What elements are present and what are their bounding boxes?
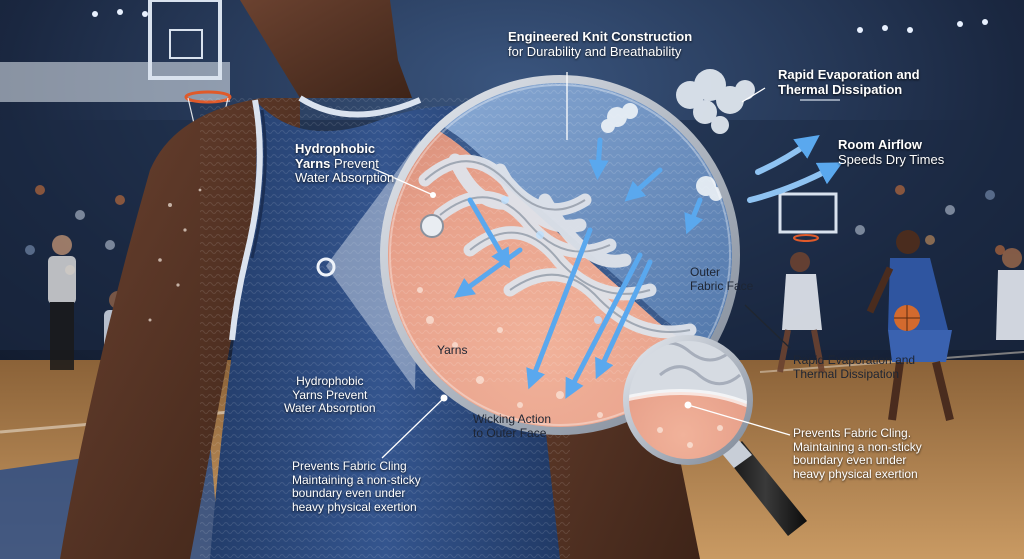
engineered-knit-label: Engineered Knit Construction for Durabil… [508,29,693,59]
player-defender [777,252,825,373]
cling-left-line4: heavy physical exertion [292,499,417,514]
yarn-cross-section [420,214,444,238]
callout-anchor [316,257,336,277]
cling-right-line4: heavy physical exertion [793,466,918,481]
left-basketball-hoop [0,0,232,133]
outer-fabric-face-label: Outer Fabric Face [690,265,754,293]
wicking-line2: to Outer Face [473,425,547,440]
rapid-evap-top-line2: Thermal Dissipation [778,81,903,97]
right-basketball-hoop [778,99,840,242]
referee-silhouette [48,235,76,370]
leader-lines [371,72,791,459]
airflow-arrow-icon [747,134,843,203]
cling-left-line3: boundary even under [292,486,406,501]
yarns-text: Yarns [437,343,468,357]
engineered-knit-sub: for Durability and Breathability [508,43,682,59]
hydrophobic-top-bold1: Hydrophobic [295,141,376,156]
hydrophobic-low-line3: Water Absorption [284,401,376,416]
rapid-evap-top-line1: Rapid Evaporation and [778,67,920,82]
sweat-bead-drops [501,196,602,324]
fabric-cling-left-label: Prevents Fabric Cling Maintaining a non-… [292,459,421,514]
rapid-evap-mid-line1: Rapid Evaporation and [793,353,916,367]
player-right-edge [996,248,1024,340]
wicking-action-label: Wicking Action to Outer Face [473,412,552,440]
hydrophobic-low-line2: Yarns Prevent [292,387,368,402]
wicking-arrows [453,137,703,399]
hydrophobic-low-label: Hydrophobic Yarns Prevent Water Absorpti… [284,374,376,416]
room-airflow-title: Room Airflow [838,137,923,152]
cling-left-line2: Maintaining a non-sticky [292,472,421,487]
leader-dots [430,192,692,409]
outer-face-line1: Outer [690,265,721,279]
rapid-evaporation-mid-label: Rapid Evaporation and Thermal Dissipatio… [793,353,916,381]
room-airflow-label: Room Airflow Speeds Dry Times [838,137,945,167]
cling-right-line1: Prevents Fabric Cling. [793,426,912,440]
rapid-evaporation-top-label: Rapid Evaporation and Thermal Dissipatio… [778,67,920,97]
outer-face-line2: Fabric Face [690,278,754,293]
yarns-label: Yarns [437,343,468,358]
hydrophobic-top-bold2: Yarns [295,155,331,171]
hydrophobic-top-label: Hydrophobic Yarns Prevent Water Absorpti… [295,141,395,186]
rapid-evap-mid-line2: Thermal Dissipation [793,366,900,381]
big-lens-rim [380,75,740,435]
cling-left-line1: Prevents Fabric Cling [292,459,407,473]
cling-right-line2: Maintaining a non-sticky [793,439,922,454]
cling-right-line3: boundary even under [793,453,907,468]
small-magnifier [623,335,807,536]
hydrophobic-top-rest: Prevent [330,155,379,171]
jersey-armhole-trim [229,99,263,341]
engineered-knit-title: Engineered Knit Construction [508,29,693,44]
room-airflow-sub: Speeds Dry Times [838,151,945,167]
hydrophobic-low-line1: Hydrophobic [296,374,364,388]
fabric-cling-right-label: Prevents Fabric Cling. Maintaining a non… [793,426,922,481]
steam-cloud-icon [676,69,755,134]
wicking-line1: Wicking Action [473,412,552,426]
magnifier-handle [724,441,807,536]
hydrophobic-top-line3: Water Absorption [295,170,395,186]
jersey-collar-trim [298,95,422,118]
player-dribbling [866,230,954,421]
